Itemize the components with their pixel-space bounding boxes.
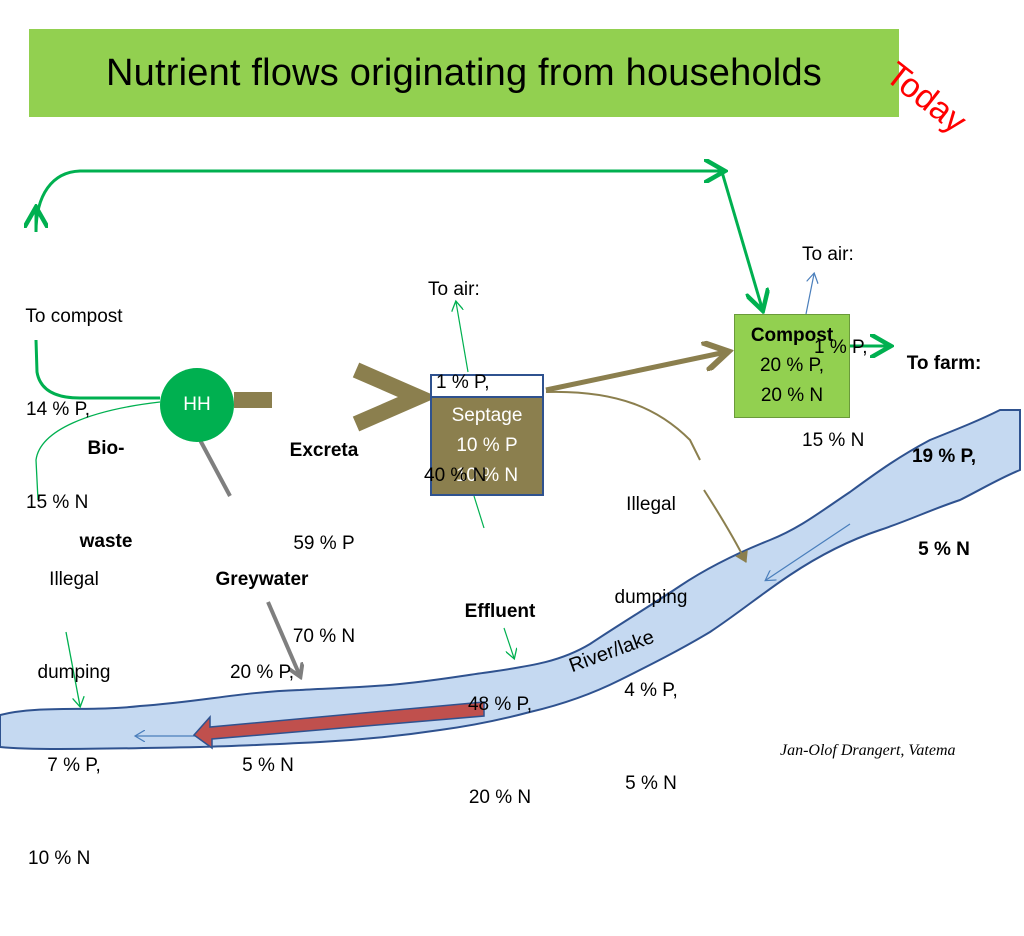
river-lake-shape bbox=[0, 409, 1021, 751]
compost-to-air-p: 1 % P, bbox=[814, 337, 868, 358]
septage-tank: Septage 10 % P 10 % N bbox=[430, 374, 544, 496]
septage-name: Septage bbox=[451, 405, 523, 426]
greywater-label: Greywater 20 % P, 5 % N bbox=[200, 502, 324, 843]
illegal-dumping-left-flow bbox=[35, 401, 161, 501]
excreta-p: 59 % P bbox=[293, 533, 355, 554]
illegal-dumping-right-line-1: Illegal bbox=[626, 494, 676, 515]
effluent-upper-line bbox=[473, 495, 485, 529]
effluent-arrow bbox=[503, 627, 514, 658]
septage-content: Septage 10 % P 10 % N bbox=[432, 396, 542, 494]
to-farm-n: 5 % N bbox=[918, 539, 970, 560]
greywater-p: 20 % P, bbox=[229, 662, 295, 683]
greywater-arrow bbox=[266, 601, 300, 676]
illegal-dumping-left-line-1: Illegal bbox=[49, 569, 99, 590]
greywater-title: Greywater bbox=[215, 569, 309, 590]
compost-node: Compost 20 % P, 20 % N bbox=[734, 314, 850, 418]
biowaste-to-compost-loop bbox=[34, 339, 160, 400]
illegal-dumping-right-flow bbox=[545, 390, 701, 461]
excreta-title: Excreta bbox=[289, 440, 359, 461]
to-compost-label: To compost 14 % P, 15 % N bbox=[12, 239, 136, 580]
illegal-dumping-right-arrow bbox=[703, 489, 748, 563]
septage-to-air-title: To air: bbox=[428, 279, 480, 300]
effluent-n: 20 % N bbox=[468, 787, 532, 808]
septage-to-air-p: 1 % P, bbox=[436, 372, 490, 393]
to-compost-title: To compost bbox=[25, 306, 123, 327]
illegal-dumping-left-arrow bbox=[65, 631, 80, 706]
illegal-dumping-left-label: Illegal dumping 7 % P, 10 % N bbox=[14, 502, 134, 936]
septage-to-air-n: 40 % N bbox=[424, 465, 487, 486]
greywater-upper-line bbox=[198, 439, 232, 497]
septage-n: 10 % N bbox=[455, 465, 519, 486]
author-credit: Jan-Olof Drangert, Vatema bbox=[780, 742, 956, 759]
compost-name: Compost bbox=[750, 325, 834, 346]
illegal-dumping-left-n: 10 % N bbox=[28, 848, 91, 869]
effluent-title: Effluent bbox=[464, 601, 536, 622]
greywater-n: 5 % N bbox=[242, 755, 294, 776]
illegal-dumping-left-p: 7 % P, bbox=[47, 755, 101, 776]
illegal-dumping-left-line-2: dumping bbox=[37, 662, 111, 683]
effluent-label: Effluent 48 % P, 20 % N bbox=[452, 534, 548, 875]
household-node: HH bbox=[160, 368, 234, 442]
illegal-dumping-right-p: 4 % P, bbox=[624, 680, 678, 701]
septage-p: 10 % P bbox=[456, 435, 518, 456]
compost-n: 20 % N bbox=[760, 385, 824, 406]
septage-to-air-label: To air: 1 % P, 40 % N bbox=[424, 212, 514, 553]
biowaste-label: Bio- waste bbox=[64, 371, 148, 619]
title-bar: Nutrient flows originating from househol… bbox=[29, 29, 899, 117]
biowaste-line-1: Bio- bbox=[87, 438, 125, 459]
to-compost-n: 15 % N bbox=[26, 492, 89, 513]
compost-to-air-n: 15 % N bbox=[802, 430, 865, 451]
to-compost-p: 14 % P, bbox=[26, 399, 91, 420]
compost-to-air-arrow bbox=[805, 274, 814, 315]
diagram-stage: Nutrient flows originating from househol… bbox=[0, 0, 1021, 869]
household-label: HH bbox=[183, 394, 211, 415]
compost-to-air-title: To air: bbox=[802, 244, 854, 265]
top-route-down-to-compost bbox=[720, 171, 762, 308]
excreta-arrow bbox=[352, 362, 439, 432]
effluent-p: 48 % P, bbox=[467, 694, 533, 715]
biowaste-line-2: waste bbox=[79, 531, 133, 552]
top-compost-route bbox=[34, 171, 722, 233]
septage-to-air-arrow bbox=[456, 302, 469, 373]
page-title: Nutrient flows originating from househol… bbox=[106, 51, 822, 94]
flow-diagram-svg bbox=[0, 0, 1021, 751]
to-farm-p: 19 % P, bbox=[911, 446, 977, 467]
septage-to-compost-arrow bbox=[545, 352, 726, 393]
illegal-dumping-right-line-2: dumping bbox=[614, 587, 688, 608]
excreta-n: 70 % N bbox=[292, 626, 356, 647]
river-flow-big-arrow bbox=[192, 701, 485, 750]
excreta-label: Excreta 59 % P 70 % N bbox=[276, 373, 372, 714]
to-farm-title: To farm: bbox=[906, 353, 982, 374]
compost-to-air-label: To air: 1 % P, 15 % N bbox=[800, 177, 890, 518]
illegal-dumping-right-n: 5 % N bbox=[625, 773, 677, 794]
river-current-arrow-right bbox=[766, 523, 851, 580]
compost-p: 20 % P, bbox=[759, 355, 825, 376]
to-farm-label: To farm: 19 % P, 5 % N bbox=[892, 286, 996, 627]
